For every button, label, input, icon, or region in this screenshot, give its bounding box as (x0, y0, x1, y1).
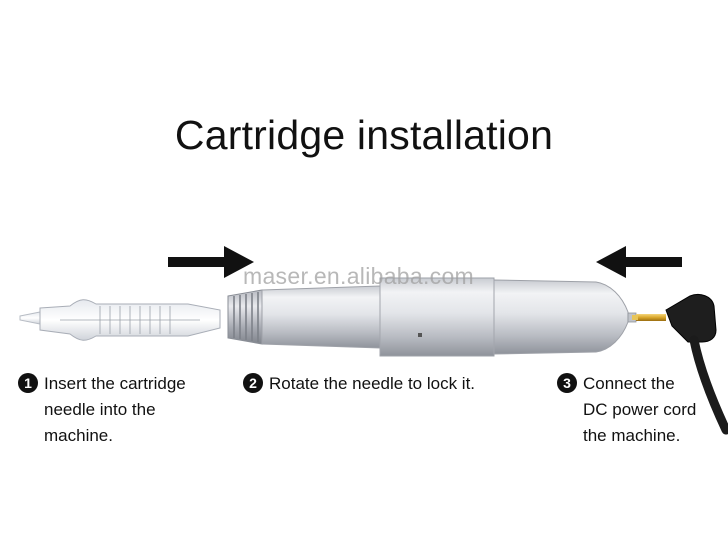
step-3-number-badge: 3 (557, 373, 577, 393)
step-2: 2 Rotate the needle to lock it. (243, 371, 475, 397)
step-2-text-line-1: Rotate the needle to lock it. (269, 374, 476, 393)
step-3-text-line-1: Connect the (583, 374, 675, 393)
step-1-text-line-1: Insert the cartridge (44, 374, 186, 393)
step-3-text-line-2: DC power cord (583, 400, 697, 419)
step-1-text-line-2: needle into the (44, 400, 156, 419)
watermark: maser.en.alibaba.com (243, 263, 475, 289)
page-title: Cartridge installation (174, 112, 554, 158)
machine-grip (227, 289, 263, 345)
step-3: 3 Connect the DC power cord the machine. (557, 371, 696, 449)
arrow-left-icon (596, 246, 682, 278)
cartridge-needle (19, 299, 221, 341)
dc-power-cord (632, 293, 728, 435)
machine-body (261, 277, 637, 357)
step-3-text-line-3: the machine. (583, 426, 681, 445)
arrow-right-icon (168, 246, 254, 278)
step-2-number-badge: 2 (243, 373, 263, 393)
step-1: 1 Insert the cartridge needle into the ma… (18, 371, 186, 449)
step-1-number-badge: 1 (18, 373, 38, 393)
step-1-text-line-3: machine. (44, 426, 113, 445)
